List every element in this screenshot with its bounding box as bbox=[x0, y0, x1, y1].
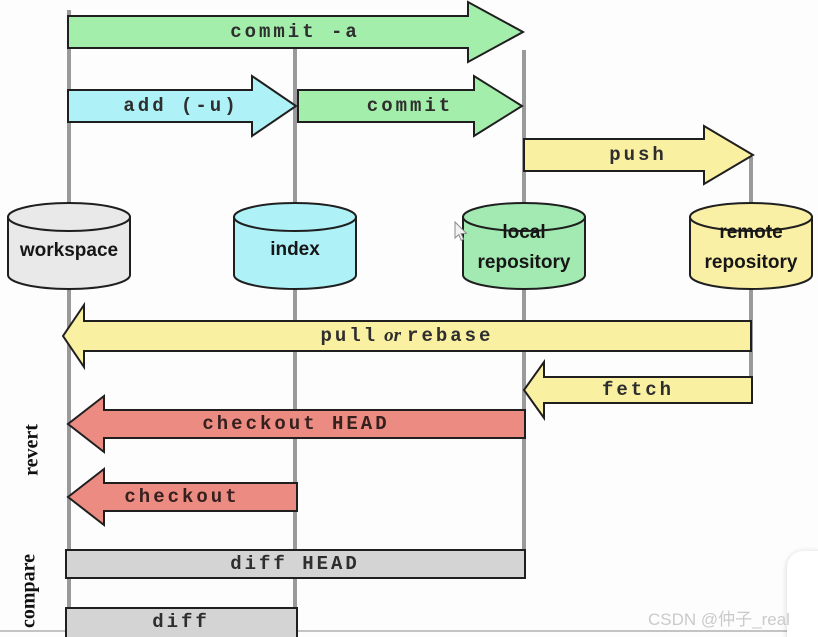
pull-rebase-arrow bbox=[61, 301, 752, 371]
fetch-label: fetch bbox=[601, 379, 675, 401]
compare-section-label: compare bbox=[17, 553, 40, 629]
workspace-cylinder bbox=[7, 202, 131, 290]
checkout-head-label: checkout HEAD bbox=[202, 413, 390, 435]
floating-widget[interactable] bbox=[787, 551, 818, 637]
checkout-label: checkout bbox=[124, 486, 240, 508]
push-label: push bbox=[609, 144, 667, 166]
commit-arrow bbox=[297, 74, 524, 138]
commit-a-arrow bbox=[67, 0, 526, 64]
diff-head-bar bbox=[65, 549, 526, 579]
fetch-arrow bbox=[522, 358, 753, 422]
index-label: index bbox=[270, 239, 320, 260]
push-arrow bbox=[523, 124, 755, 186]
checkout-head-arrow bbox=[66, 393, 526, 455]
commit-a-label: commit -a bbox=[230, 21, 360, 43]
add-arrow bbox=[67, 74, 298, 138]
watermark: CSDN @仲子_real bbox=[648, 610, 790, 629]
commit-label: commit bbox=[366, 95, 454, 117]
checkout-arrow bbox=[66, 466, 298, 528]
revert-section-label: revert bbox=[20, 424, 43, 476]
or-conjunction: or bbox=[384, 325, 402, 346]
index-cylinder bbox=[233, 202, 357, 290]
diff-head-label: diff HEAD bbox=[230, 553, 360, 575]
mouse-cursor-icon bbox=[454, 220, 468, 241]
add-label: add (-u) bbox=[123, 95, 239, 117]
local-repository-cylinder bbox=[462, 202, 586, 290]
diff-label: diff bbox=[152, 611, 210, 633]
workspace-label: workspace bbox=[19, 240, 119, 261]
remote-repository-cylinder bbox=[689, 202, 813, 290]
diff-bar bbox=[65, 607, 298, 637]
